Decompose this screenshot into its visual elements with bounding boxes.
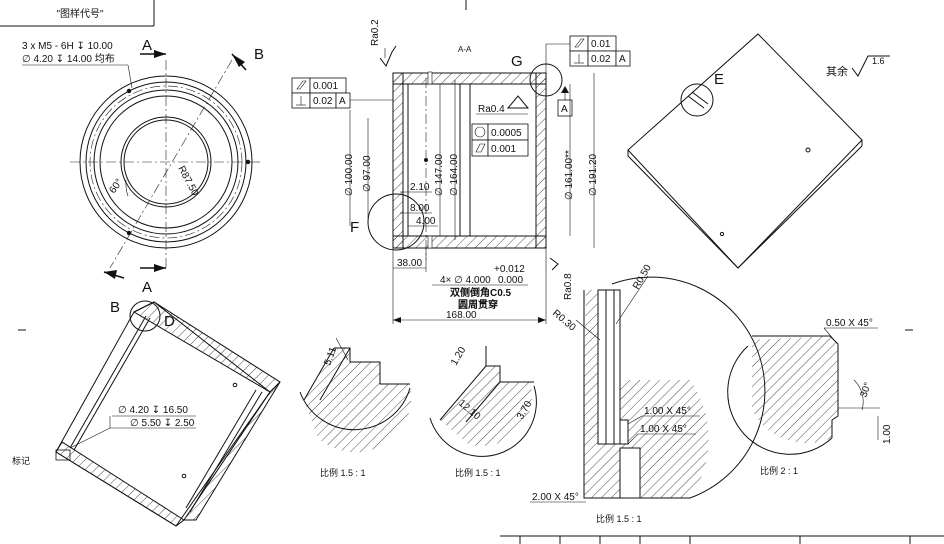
dim-d147: ∅ 147.00 bbox=[434, 153, 445, 196]
detail4-ch: 0.50 X 45° bbox=[826, 318, 873, 329]
iso-view: E 其余 1.6 bbox=[627, 33, 890, 269]
detail-4: 0.50 X 45° 30° 1.00 比例 2 : 1 bbox=[727, 318, 893, 476]
rest-text: 其余 bbox=[826, 64, 848, 78]
datum-a-label: A bbox=[561, 104, 568, 115]
front-radius-dim: R87.50 bbox=[175, 164, 200, 198]
rest-ra: 1.6 bbox=[872, 56, 885, 66]
detail-3: R0.50 R0.30 1.00 X 45° 1.00 X 45° 2.00 X… bbox=[530, 263, 766, 524]
label-g: G bbox=[511, 53, 523, 70]
cut-a-bottom-label: A bbox=[142, 279, 152, 296]
side-text: 标记 bbox=[12, 455, 30, 466]
dim-d100: ∅ 100.00 bbox=[344, 153, 355, 196]
dim-d164: ∅ 164.00 bbox=[449, 153, 460, 196]
front-note-line2: ∅ 4.20 ↧ 14.00 均布 bbox=[22, 53, 115, 65]
ra-top: Ra0.2 bbox=[370, 19, 381, 46]
fcf-right-row2: 0.02 bbox=[591, 54, 611, 65]
dim-d191: ∅ 191.20 bbox=[588, 153, 599, 196]
detail3-r030: R0.30 bbox=[550, 308, 578, 334]
title-stamp-text: "图样代号" bbox=[56, 7, 104, 20]
dim-168-00: 168.00 bbox=[446, 310, 477, 321]
front-view: 3 x M5 - 6H ↧ 10.00 ∅ 4.20 ↧ 14.00 均布 R8… bbox=[22, 37, 264, 296]
cut-a-top-label: A bbox=[142, 37, 152, 54]
section-view: A-A Ra0.2 Ra0.4 Ra0.8 0.001 0.02 A bbox=[291, 19, 631, 324]
dim-8-00: 8.00 bbox=[410, 203, 430, 214]
dim-38-00: 38.00 bbox=[397, 258, 422, 269]
iso-hole1: ∅ 4.20 ↧ 16.50 bbox=[118, 405, 188, 416]
fcf-left-row2: 0.02 bbox=[313, 96, 333, 107]
detail3-ch2: 1.00 X 45° bbox=[640, 424, 687, 435]
tol-lower: 0.000 bbox=[498, 275, 523, 286]
iso-hole2: ∅ 5.50 ↧ 2.50 bbox=[130, 418, 195, 429]
detail3-ch3: 2.00 X 45° bbox=[532, 492, 579, 503]
iso-label-b: B bbox=[110, 299, 120, 316]
front-note-line1: 3 x M5 - 6H ↧ 10.00 bbox=[22, 41, 113, 52]
dim-4-00: 4.00 bbox=[416, 216, 436, 227]
detail4-dim: 1.00 bbox=[882, 424, 893, 444]
dim-2-10: 2.10 bbox=[410, 182, 430, 193]
fcf-right-row1: 0.01 bbox=[591, 39, 611, 50]
ra-mid: Ra0.4 bbox=[478, 104, 505, 115]
detail1-scale: 比例 1.5 : 1 bbox=[320, 467, 366, 478]
title-block-edge bbox=[500, 535, 944, 544]
tol-upper: +0.012 bbox=[494, 264, 525, 275]
front-angle-dim: 60° bbox=[107, 177, 125, 196]
section-title: A-A bbox=[458, 45, 472, 54]
fcf-mid-row1: 0.0005 bbox=[491, 128, 522, 139]
fcf-mid-row2: 0.001 bbox=[491, 144, 516, 155]
detail3-scale: 比例 1.5 : 1 bbox=[596, 513, 642, 524]
dim-d97: ∅ 97.00 bbox=[362, 155, 373, 192]
label-f: F bbox=[350, 219, 359, 236]
note-thru: 圆周贯穿 bbox=[458, 298, 498, 311]
dim-d161: ∅ 161.00** bbox=[564, 150, 575, 200]
fcf-left-row1: 0.001 bbox=[313, 81, 338, 92]
label-e: E bbox=[714, 71, 724, 88]
fcf-left-datum: A bbox=[339, 96, 346, 107]
note-chamfer: 双侧倒角C0.5 bbox=[450, 286, 512, 299]
iso-label-d: D bbox=[164, 313, 175, 330]
detail-1: 5.11 比例 1.5 : 1 bbox=[299, 337, 412, 478]
cut-b-top-label: B bbox=[254, 46, 264, 63]
detail4-scale: 比例 2 : 1 bbox=[760, 465, 798, 476]
detail2-scale: 比例 1.5 : 1 bbox=[455, 467, 501, 478]
detail-2: 1.20 12.10 3.70 比例 1.5 : 1 bbox=[429, 345, 537, 478]
detail3-ch1: 1.00 X 45° bbox=[644, 406, 691, 417]
ra-bottom: Ra0.8 bbox=[563, 273, 574, 300]
dim-hole-count: 4× ∅ 4.000 bbox=[440, 275, 491, 286]
fcf-right-datum: A bbox=[619, 54, 626, 65]
title-stamp: "图样代号" bbox=[0, 0, 155, 27]
iso-section-view: B D ∅ 4.20 ↧ 16.50 ∅ 5.50 ↧ 2.50 标记 bbox=[12, 299, 281, 527]
detail2-dim-a: 1.20 bbox=[449, 345, 468, 368]
